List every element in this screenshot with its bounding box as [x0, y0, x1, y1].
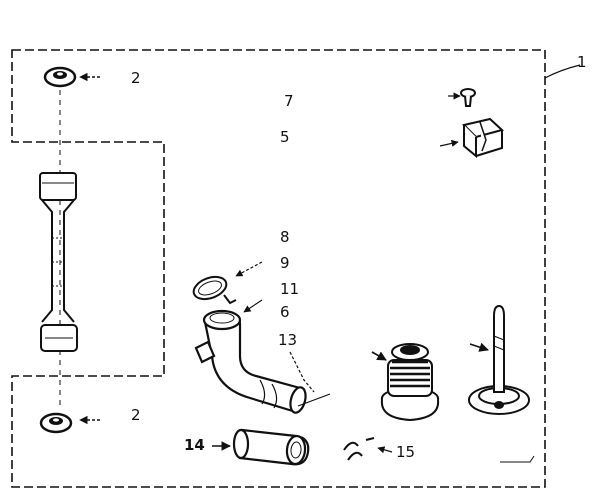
leader-13: [289, 351, 315, 393]
callout-14: 14: [184, 436, 205, 454]
arrow-5: [439, 139, 459, 147]
threaded-foot-icon: [380, 343, 440, 422]
callout-5: 5: [280, 128, 290, 146]
corner-mark: [500, 455, 535, 463]
callout-13: 13: [278, 331, 298, 349]
callout-11: 11: [280, 280, 300, 298]
coupling-tube-icon: [232, 428, 310, 466]
callout-7: 7: [284, 92, 294, 110]
hose-clip-icon: [343, 437, 375, 461]
elbow-hose-icon: [194, 309, 307, 414]
clip-icon: [462, 117, 505, 159]
arrow-11-6: [243, 299, 263, 313]
callout-6: 6: [280, 303, 290, 321]
callout-9: 9: [280, 254, 290, 272]
arrow-8-9: [235, 261, 263, 277]
leveling-stud-icon: [468, 304, 530, 415]
washer-top-icon: [43, 66, 77, 88]
leveling-leg-icon: [39, 172, 78, 352]
clamp-icon: [192, 275, 237, 305]
washer-bottom-icon: [39, 412, 73, 434]
arrow-stud: [469, 342, 489, 352]
callout-2-bottom: 2: [131, 406, 141, 424]
leader-13b: [297, 393, 331, 407]
callout-8: 8: [280, 228, 290, 246]
callout-15: 15: [396, 443, 416, 461]
arrow-foot: [371, 351, 387, 361]
callout-2-top: 2: [131, 69, 141, 87]
kit-outline: [11, 49, 546, 488]
arrow-15: [377, 446, 393, 454]
leader-1: [544, 64, 581, 79]
screw-icon: [460, 88, 476, 107]
callout-1: 1: [577, 53, 587, 71]
